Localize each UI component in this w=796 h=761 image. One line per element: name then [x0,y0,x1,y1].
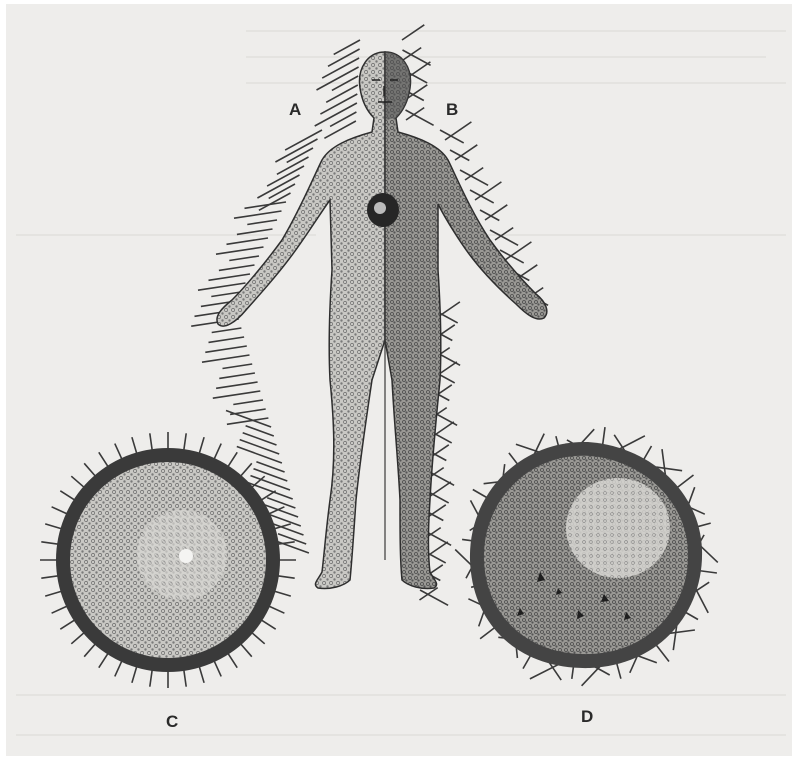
ray [698,571,717,574]
ray [440,130,464,143]
ray [227,238,269,244]
sphere-d-light-patch [566,478,670,578]
ray [237,229,273,234]
ray [212,328,242,333]
ray [490,230,518,245]
ray [269,184,295,198]
ray [617,663,621,679]
ray [234,211,282,218]
ray [460,170,488,185]
ray [229,256,259,261]
ray [330,112,356,126]
ray [216,247,264,254]
ray [219,265,255,270]
ray [322,58,359,78]
ray [202,355,250,362]
heart-center [374,202,386,214]
ray [216,382,258,388]
ray [209,274,251,280]
ray [603,427,606,446]
ray [455,145,477,160]
ray [470,190,494,203]
ray [247,220,277,225]
ray [223,364,253,369]
ray [219,373,255,378]
ray [240,440,280,454]
ray [287,148,313,162]
sphere-d [455,427,718,686]
sphere-c-center [179,549,193,563]
ray [328,49,360,66]
ray [205,346,247,352]
ray [445,122,471,140]
ray [275,139,317,162]
ray [402,25,424,40]
ray [334,40,360,54]
ray [332,76,358,90]
ray [237,447,282,464]
ray [257,175,299,198]
ray [320,94,357,114]
ray [209,337,245,342]
label-d: D [581,707,593,727]
ray [485,205,507,220]
label-a: A [289,100,301,120]
label-c: C [166,712,178,732]
ray [233,400,263,405]
ray [324,121,356,138]
label-b: B [446,100,458,120]
ray [326,85,358,102]
ray [198,283,246,290]
ray [213,391,260,398]
